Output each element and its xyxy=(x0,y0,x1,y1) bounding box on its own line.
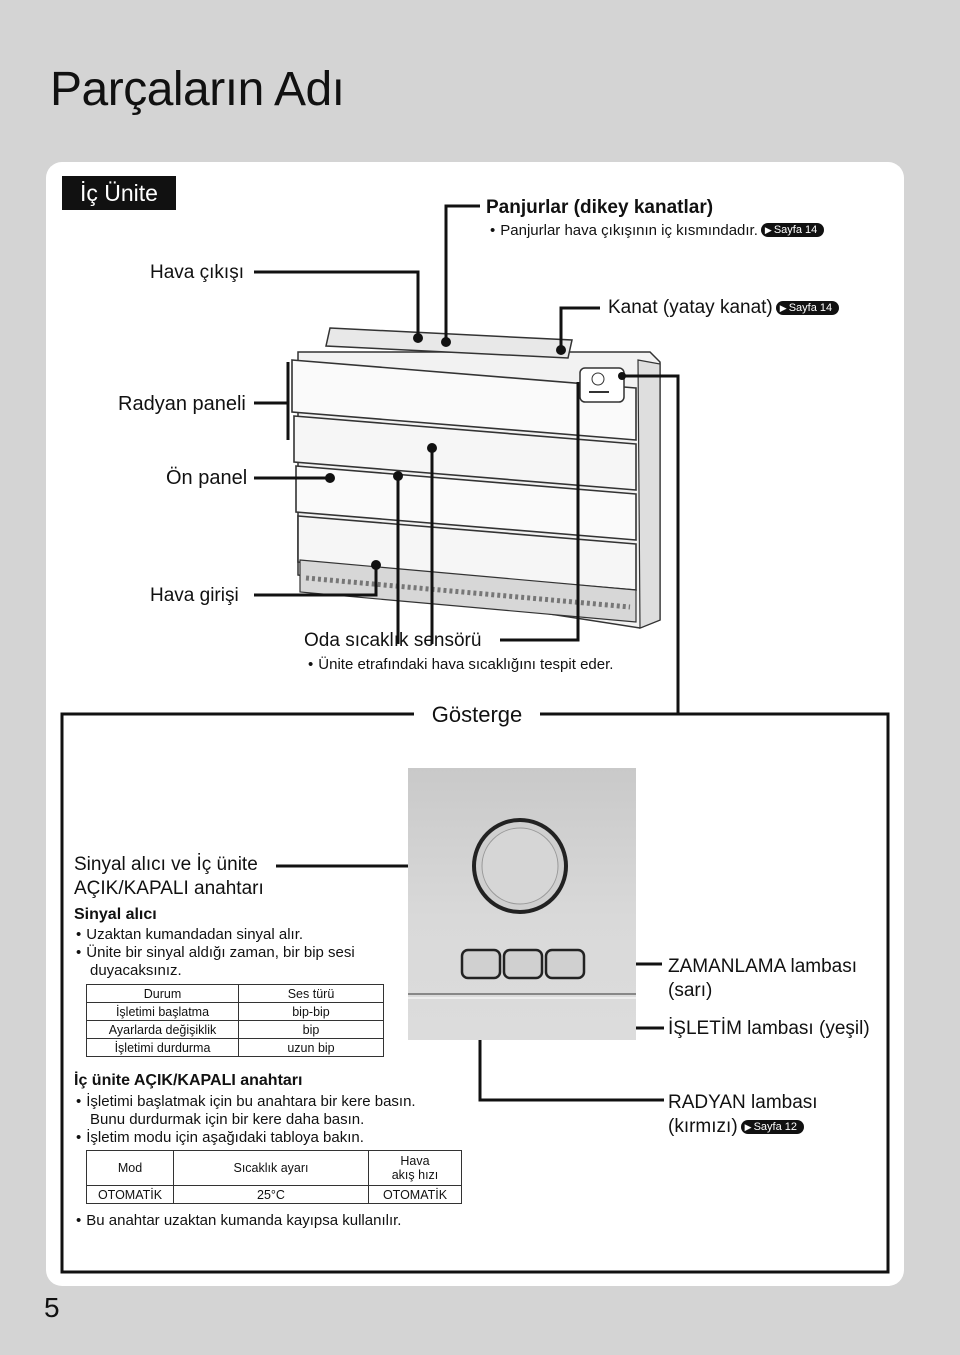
gosterge-title: Gösterge xyxy=(414,702,540,728)
sinyal-title-1: Sinyal alıcı ve İç ünite xyxy=(74,854,258,875)
label-panjurlar: Panjurlar (dikey kanatlar) xyxy=(486,197,714,218)
switch-title: İç ünite AÇIK/KAPALI anahtarı xyxy=(74,1072,303,1089)
zamanlama-label-1: ZAMANLAMA lambası xyxy=(668,956,857,977)
ac-unit-drawing xyxy=(291,327,661,629)
ref-sayfa-14[interactable]: Sayfa 14 xyxy=(760,223,825,237)
table-cell: bip-bip xyxy=(238,1002,384,1021)
beep-header-durum: Durum xyxy=(86,984,239,1003)
zamanlama-label-2: (sarı) xyxy=(668,980,713,1001)
page-title: Parçaların Adı xyxy=(50,63,345,116)
label-hava-cikisi: Hava çıkışı xyxy=(150,262,244,283)
display-photo-drawing xyxy=(408,818,636,999)
table-cell: İşletimi durdurma xyxy=(86,1038,239,1057)
label-oda-sensor: Oda sıcaklık sensörü xyxy=(304,630,482,651)
section-tag: İç Ünite xyxy=(62,176,176,210)
radyan-label-1: RADYAN lambası xyxy=(668,1092,818,1113)
beep-header-ses: Ses türü xyxy=(238,984,384,1003)
label-hava-girisi: Hava girişi xyxy=(150,585,239,606)
switch-bullet-3: Bu anahtar uzaktan kumanda kayıpsa kulla… xyxy=(76,1212,401,1229)
label-radyan-paneli: Radyan paneli xyxy=(118,393,246,415)
beep-table: Durum Ses türü İşletimi başlatma bip-bip… xyxy=(86,984,384,1057)
sinyal-bullet-2-cont: duyacaksınız. xyxy=(90,962,182,979)
label-kanat: Kanat (yatay kanat)Sayfa 14 xyxy=(608,297,840,319)
sinyal-alici-heading: Sinyal alıcı xyxy=(74,906,157,923)
isletim-label: İŞLETİM lambası (yeşil) xyxy=(668,1018,870,1039)
note-panjurlar: Panjurlar hava çıkışının iç kısmındadır.… xyxy=(490,222,825,239)
table-cell: OTOMATİK xyxy=(86,1185,174,1204)
ref-sayfa-12[interactable]: Sayfa 12 xyxy=(740,1120,804,1134)
table-cell: uzun bip xyxy=(238,1038,384,1057)
table-cell: 25°C xyxy=(173,1185,369,1204)
radyan-label-2: (kırmızı)Sayfa 12 xyxy=(668,1116,804,1138)
switch-bullet-1-cont: Bunu durdurmak için bir kere daha basın. xyxy=(90,1111,365,1128)
page-number: 5 xyxy=(44,1292,60,1323)
label-on-panel: Ön panel xyxy=(166,467,248,489)
switch-bullet-2: İşletim modu için aşağıdaki tabloya bakı… xyxy=(76,1129,364,1146)
sinyal-bullet-2: Ünite bir sinyal aldığı zaman, bir bip s… xyxy=(76,944,354,961)
note-oda-sensor: Ünite etrafındaki hava sıcaklığını tespi… xyxy=(308,656,613,673)
table-cell: İşletimi başlatma xyxy=(86,1002,239,1021)
mode-header-sicaklik: Sıcaklık ayarı xyxy=(173,1150,369,1186)
table-cell: OTOMATİK xyxy=(368,1185,462,1204)
mode-header-mod: Mod xyxy=(86,1150,174,1186)
display-photo xyxy=(408,768,636,1040)
ref-sayfa-14[interactable]: Sayfa 14 xyxy=(775,301,840,315)
table-cell: bip xyxy=(238,1020,384,1039)
sinyal-title-2: AÇIK/KAPALI anahtarı xyxy=(74,878,264,899)
switch-bullet-1: İşletimi başlatmak için bu anahtara bir … xyxy=(76,1093,415,1110)
table-cell: Ayarlarda değişiklik xyxy=(86,1020,239,1039)
sinyal-bullet-1: Uzaktan kumandadan sinyal alır. xyxy=(76,926,303,943)
